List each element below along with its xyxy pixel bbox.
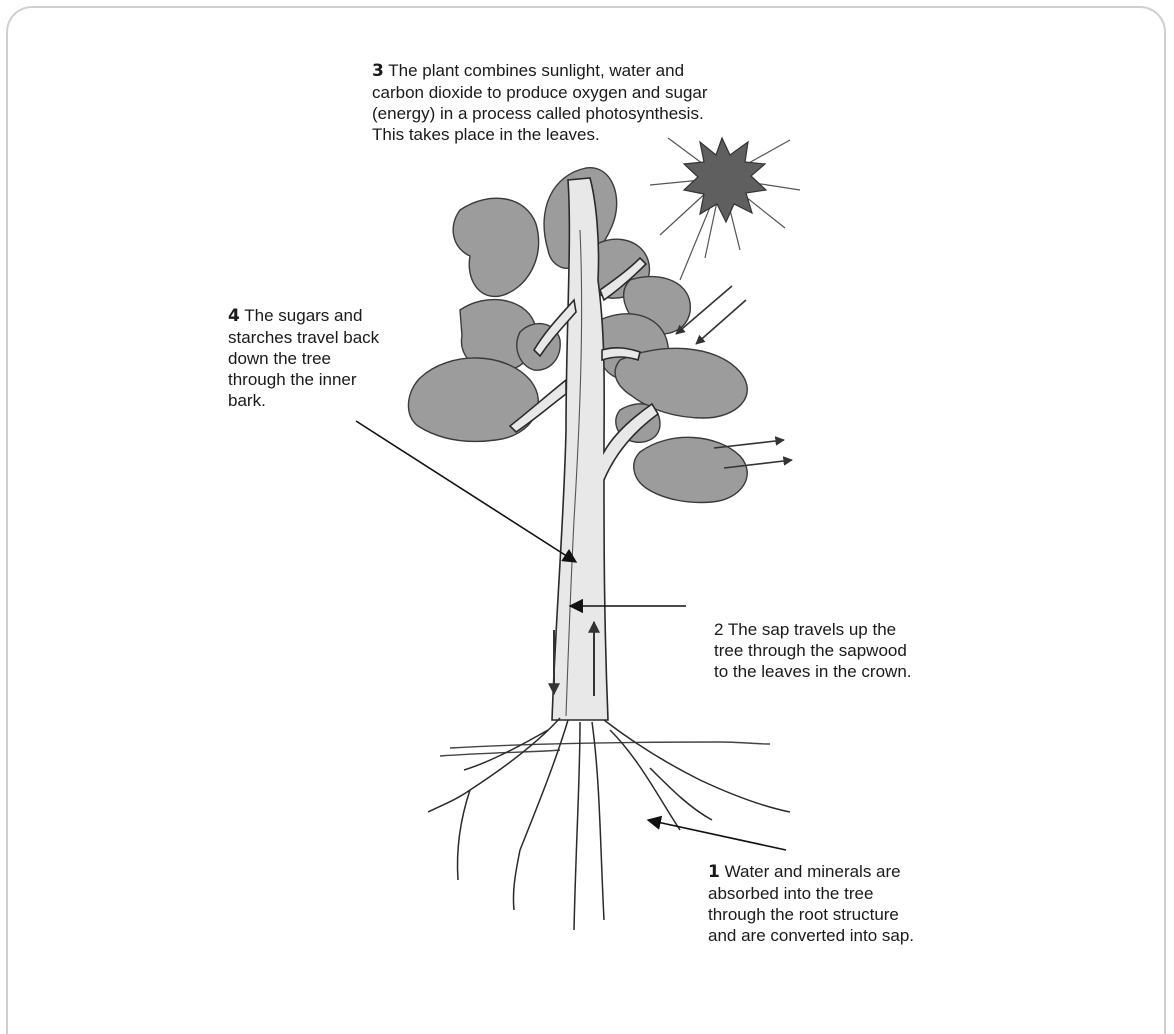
callout-step-1-line-4: and are converted into sap. <box>708 925 914 946</box>
callout-step-4-line-3: down the tree <box>228 348 379 369</box>
callout-step-2-line-3: to the leaves in the crown. <box>714 661 912 682</box>
callout-step-3-line-1: 3 The plant combines sunlight, water and <box>372 60 708 82</box>
callout-step-2-line-1: 2 The sap travels up the <box>714 619 912 640</box>
pointer-step4 <box>356 421 576 562</box>
sun-icon <box>650 138 800 280</box>
callout-step-1-number: 1 <box>708 862 720 882</box>
callout-step-3-line-2: carbon dioxide to produce oxygen and sug… <box>372 82 708 103</box>
callout-step-1-line-3: through the root structure <box>708 904 914 925</box>
callout-step-1-line-1: 1 Water and minerals are <box>708 861 914 883</box>
callout-step-2-number: 2 <box>714 620 723 639</box>
ground-line <box>440 742 770 756</box>
callout-step-4-line-2: starches travel back <box>228 327 379 348</box>
callout-step-4-line-5: bark. <box>228 390 379 411</box>
pointer-step1 <box>648 820 786 850</box>
callout-step-1: 1 Water and minerals are absorbed into t… <box>708 861 914 946</box>
callout-step-3: 3 The plant combines sunlight, water and… <box>372 60 708 145</box>
callout-step-4-line-1: 4 The sugars and <box>228 305 379 327</box>
callout-step-4-line-4: through the inner <box>228 369 379 390</box>
callout-step-2: 2 The sap travels up the tree through th… <box>714 619 912 682</box>
callout-step-1-line-2: absorbed into the tree <box>708 883 914 904</box>
callout-step-2-line-2: tree through the sapwood <box>714 640 912 661</box>
callout-step-3-line-3: (energy) in a process called photosynthe… <box>372 103 708 124</box>
callout-step-3-number: 3 <box>372 61 384 81</box>
callout-step-4-number: 4 <box>228 306 240 326</box>
callout-step-4: 4 The sugars and starches travel back do… <box>228 305 379 411</box>
callout-step-3-line-4: This takes place in the leaves. <box>372 124 708 145</box>
